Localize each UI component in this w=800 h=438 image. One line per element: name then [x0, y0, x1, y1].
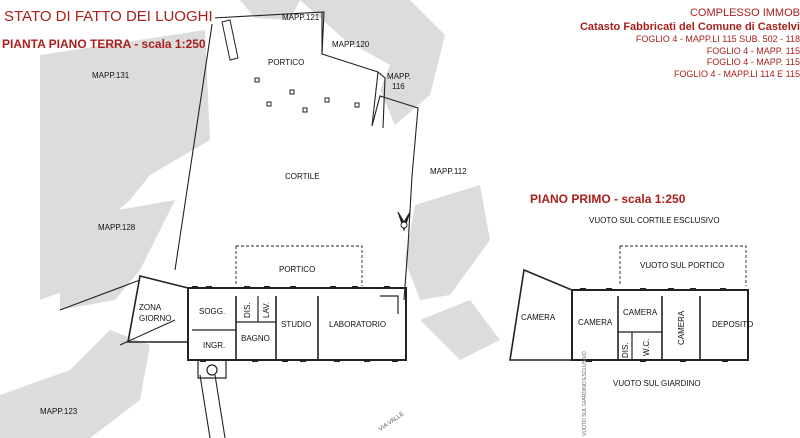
cadastral-line: FOGLIO 4 - MAPP. 115 — [706, 57, 800, 68]
plan-title: STATO DI FATTO DEI LUOGHI — [2, 8, 215, 25]
parcel-label: MAPP.112 — [430, 167, 467, 176]
cadastral-header: COMPLESSO IMMOB Catasto Fabbricati del C… — [560, 6, 800, 80]
room-label: SOGG. — [199, 307, 226, 316]
cadastral-line: FOGLIO 4 - MAPP.LI 114 E 115 — [673, 68, 800, 79]
void-label: VUOTO SUL CORTILE ESCLUSIVO — [589, 216, 720, 225]
room-label: W.C. — [642, 338, 651, 356]
ground-lot-outline — [59, 11, 419, 438]
room-label: GIORNO — [139, 314, 172, 323]
room-label: PORTICO — [268, 58, 305, 67]
parcel-label: MAPP.128 — [98, 223, 136, 232]
north-arrow — [397, 211, 411, 232]
void-label: VUOTO SUL GIARDINO ESCLUSIVO — [582, 351, 588, 436]
ground-floor-scale: PIANTA PIANO TERRA - scala 1:250 — [2, 37, 206, 51]
first-window-ticks — [580, 288, 728, 362]
room-label: LAV. — [262, 301, 271, 318]
parcel-label: MAPP. — [387, 72, 411, 81]
room-label: ZONA — [139, 303, 162, 312]
first-building — [509, 245, 749, 361]
first-floor-scale: PIANO PRIMO - scala 1:250 — [530, 192, 686, 206]
ground-window-ticks — [192, 286, 398, 362]
room-label: INGR. — [203, 341, 226, 350]
cadastral-line: FOGLIO 4 - MAPP. 115 — [706, 45, 800, 56]
room-label: DEPOSITO — [712, 320, 754, 329]
cadastral-line: FOGLIO 4 - MAPP.LI 115 SUB. 502 - 118 — [635, 34, 800, 45]
catasto-title: Catasto Fabbricati del Comune di Castelv… — [579, 21, 800, 34]
room-label: CAMERA — [677, 310, 686, 345]
parcel-label: MAPP.131 — [92, 71, 130, 80]
parcel-label: MAPP.121 — [282, 13, 320, 22]
parcel-label: 116 — [392, 82, 405, 91]
room-label: PORTICO — [279, 265, 316, 274]
void-label: VUOTO SUL PORTICO — [640, 261, 725, 270]
room-label: CAMERA — [623, 308, 658, 317]
room-label: CAMERA — [521, 313, 556, 322]
parcel-label: MAPP.120 — [332, 40, 370, 49]
room-label: DIS. — [243, 302, 252, 318]
surrounding-parcels — [0, 0, 500, 438]
room-label: BAGNO — [241, 334, 270, 343]
room-label: CAMERA — [578, 318, 613, 327]
room-label: CORTILE — [285, 172, 320, 181]
portico-top — [221, 19, 360, 113]
void-label: VUOTO SUL GIARDINO — [613, 379, 701, 388]
room-label: STUDIO — [281, 320, 312, 329]
room-label: LABORATORIO — [329, 320, 387, 329]
complex-title: COMPLESSO IMMOB — [689, 7, 800, 19]
room-label: DIS. — [621, 342, 630, 358]
parcel-label: MAPP.123 — [40, 407, 78, 416]
